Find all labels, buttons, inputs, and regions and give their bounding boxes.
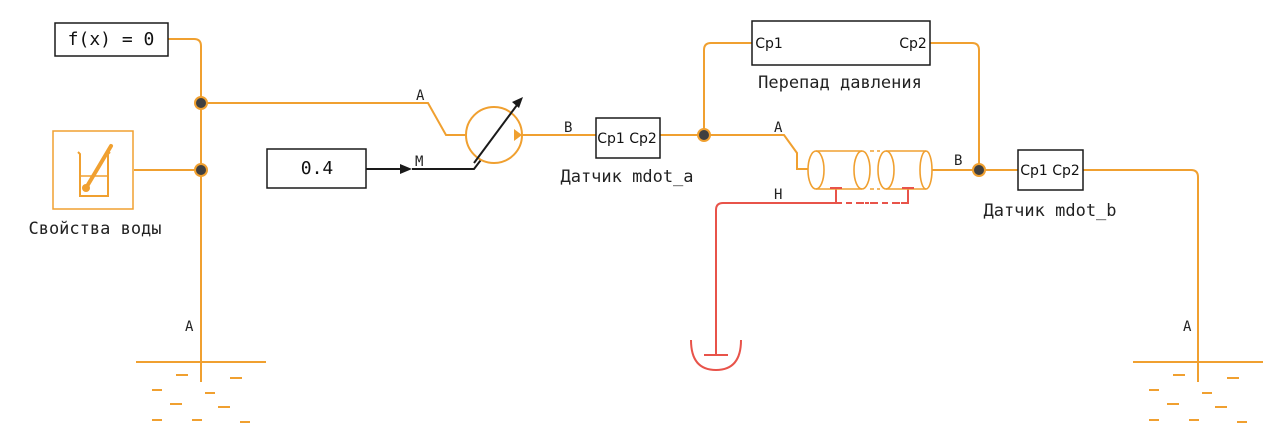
arrow-to-pump-m xyxy=(400,164,412,174)
sensor-b-port-cp1: Cp1 xyxy=(1020,163,1048,179)
thermal-wires xyxy=(715,188,909,355)
port-label-pump-b: B xyxy=(564,120,572,136)
pipe-thermal-terminal-icon xyxy=(830,187,914,205)
reservoir-right[interactable] xyxy=(1133,361,1263,423)
junction-dot[interactable] xyxy=(194,163,208,177)
wire-pressure-drop-to-junction[interactable] xyxy=(930,42,980,170)
pressure-drop-port-cp1: Cp1 xyxy=(755,36,783,52)
junction-dot[interactable] xyxy=(697,128,711,142)
port-label-reservoir-left: A xyxy=(185,319,194,335)
water-properties-label: Свойства воды xyxy=(28,219,161,239)
reservoir-left[interactable] xyxy=(136,361,266,423)
pump-block[interactable] xyxy=(465,97,523,164)
port-label-pipe-h: H xyxy=(774,187,782,203)
port-label-pipe-a: A xyxy=(774,120,783,136)
port-label-pump-a: A xyxy=(416,88,425,104)
junction-dot[interactable] xyxy=(194,96,208,110)
pipe-block[interactable] xyxy=(807,150,933,205)
sensor-b-label: Датчик mdot_b xyxy=(983,201,1116,221)
sensor-a-block[interactable]: Cp1 Cp2 Датчик mdot_a xyxy=(560,117,694,187)
sensor-a-port-cp1: Cp1 xyxy=(597,131,625,147)
reservoir-right-water-icon xyxy=(1149,374,1247,423)
sensor-b-block[interactable]: Cp1 Cp2 Датчик mdot_b xyxy=(983,149,1117,221)
pump-variable-arrow-icon xyxy=(473,100,521,164)
pump-arrowhead-icon xyxy=(512,97,523,108)
water-properties-block[interactable]: Свойства воды xyxy=(28,130,162,239)
pressure-drop-port-cp2: Cp2 xyxy=(899,36,927,52)
sensor-a-port-cp2: Cp2 xyxy=(629,131,657,147)
constant-value: 0.4 xyxy=(301,158,334,179)
port-label-reservoir-right: A xyxy=(1183,319,1192,335)
sensor-a-label: Датчик mdot_a xyxy=(560,167,693,187)
thermal-ground-icon xyxy=(690,339,742,372)
port-labels: A B M A B H A A xyxy=(185,88,1192,335)
wire-junction-to-pipe[interactable] xyxy=(704,134,808,170)
reservoir-left-water-icon xyxy=(152,374,250,423)
beaker-thermometer-icon xyxy=(77,144,113,197)
wire-pipe-h-to-ground[interactable] xyxy=(715,188,909,355)
pump-flow-triangle-icon xyxy=(514,129,522,141)
constant-block[interactable]: 0.4 xyxy=(266,148,367,189)
pressure-drop-label: Перепад давления xyxy=(758,73,922,93)
wire-bus-to-pump[interactable] xyxy=(201,102,466,136)
constraint-label: f(x) = 0 xyxy=(68,29,155,50)
port-label-pipe-b: B xyxy=(954,153,962,169)
port-label-pump-m: M xyxy=(415,154,423,170)
wire-junction-to-pressure-drop[interactable] xyxy=(703,42,752,135)
wire-constraint-to-bus[interactable] xyxy=(168,38,202,103)
thermal-ground-block[interactable] xyxy=(690,339,742,372)
wire-sensor-b-to-reservoir[interactable] xyxy=(1083,169,1199,382)
constraint-block[interactable]: f(x) = 0 xyxy=(54,22,169,57)
sensor-b-port-cp2: Cp2 xyxy=(1052,163,1080,179)
pressure-drop-block[interactable]: Cp1 Cp2 Перепад давления xyxy=(751,20,931,93)
pipe-segment-icon xyxy=(807,150,933,190)
junction-dot[interactable] xyxy=(972,163,986,177)
